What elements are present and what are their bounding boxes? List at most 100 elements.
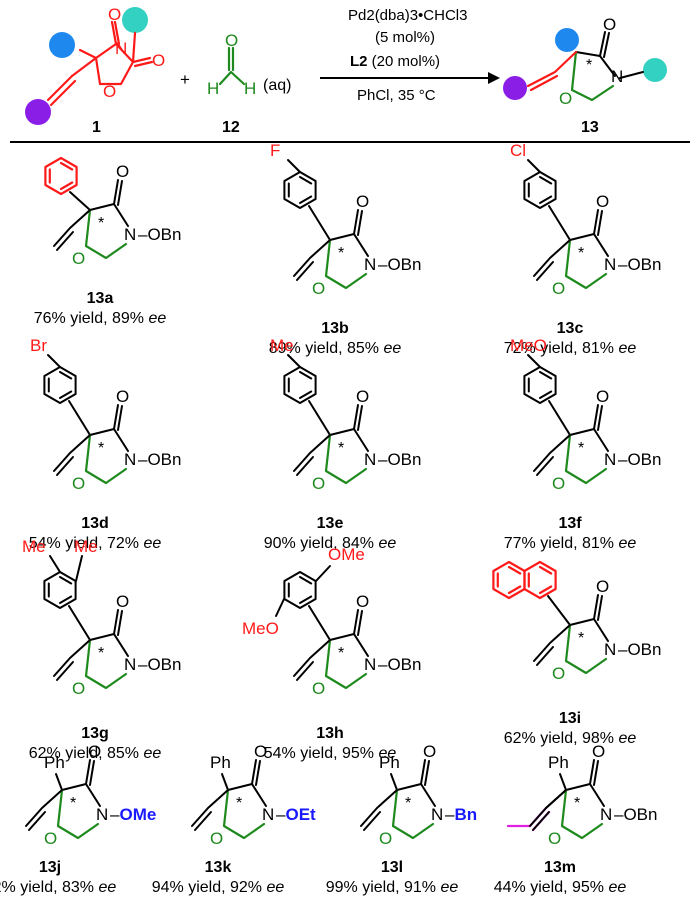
ring-bond [329, 233, 369, 257]
yield-text: 54% yield, 95% ee [264, 745, 397, 762]
n-substituent: –OBn [618, 255, 661, 274]
carbonyl-bond [593, 404, 603, 431]
benzene-ring [523, 366, 557, 404]
atom-o: O [356, 592, 369, 611]
atom-o: O [312, 679, 325, 698]
carbonyl-bond [589, 759, 599, 786]
ring-bond [56, 788, 100, 840]
atom-n: N [364, 655, 376, 674]
aryl-bond [69, 191, 91, 211]
carbonyl-bond [85, 759, 95, 786]
ring-bond [324, 433, 368, 485]
atom-o: O [379, 829, 392, 848]
condition-loading: (5 mol%) [375, 29, 435, 46]
atom-o: O [552, 664, 565, 683]
vinyl-bond [293, 434, 331, 476]
yield-text: 62% yield, 85% ee [29, 745, 162, 762]
ring-bond [89, 428, 129, 452]
atom-o: O [312, 279, 325, 298]
vinyl-bond [53, 639, 91, 681]
atom-o: O [44, 829, 57, 848]
phenyl-group: Ph [548, 753, 569, 772]
aryl-bond [308, 205, 331, 241]
phenyl-group: Ph [44, 753, 65, 772]
yield-text: 90% yield, 84% ee [264, 535, 397, 552]
ring-bond [569, 428, 609, 452]
stereo-star: * [338, 245, 344, 262]
ring-bond [84, 433, 128, 485]
purple-substituent-dot [25, 99, 51, 125]
atom-h: H [244, 79, 256, 98]
ring-bond [565, 783, 605, 807]
stereo-star: * [236, 795, 242, 812]
atom-n: N [115, 39, 127, 58]
vinyl-bond [529, 789, 567, 831]
compound-label: 13j [39, 859, 61, 876]
atom-o: O [254, 742, 267, 761]
atom-n: N [604, 640, 616, 659]
benzene-ring [283, 171, 317, 209]
ring-bond [564, 433, 608, 485]
n-substituent: –OEt [276, 805, 316, 824]
atom-o: O [356, 192, 369, 211]
aryl-bond [547, 595, 571, 626]
aryl-substituent: Me [74, 537, 98, 556]
substituent-bond [49, 555, 83, 582]
cyan-substituent-dot [122, 7, 148, 33]
aromatic-bonds [527, 371, 553, 399]
n-substituent: –OBn [618, 450, 661, 469]
aromatic-bonds [287, 371, 313, 399]
atom-o: O [596, 577, 609, 596]
aqueous-label: (aq) [263, 77, 291, 94]
aromatic-bonds [48, 161, 74, 191]
ring-bond [222, 788, 266, 840]
aromatic-bonds [496, 565, 522, 595]
ring-bond [564, 623, 608, 675]
carbonyl-bond [593, 594, 603, 621]
atom-n: N [96, 805, 108, 824]
stereo-star: * [578, 630, 584, 647]
atom-n: N [431, 805, 443, 824]
compound-label: 13d [81, 515, 109, 532]
ring-bond [329, 633, 369, 657]
benzene-ring [283, 366, 317, 404]
vinyl-bond [53, 209, 91, 251]
vinyl-bond [293, 239, 331, 281]
reactant-1: O N O O 1 [25, 5, 165, 136]
benzene-ring [44, 156, 78, 196]
stereo-star: * [338, 645, 344, 662]
naphthalene-ring [492, 560, 526, 600]
vinyl-bond [293, 639, 331, 681]
aromatic-bonds [47, 576, 73, 604]
atom-o: O [596, 387, 609, 406]
reactant-1-label: 1 [92, 119, 101, 136]
atom-o: O [116, 387, 129, 406]
aryl-bond [308, 605, 331, 641]
phenyl-bond [559, 773, 567, 791]
condition-catalyst: Pd2(dba)3•CHCl3 [348, 7, 467, 24]
aryl-substituent: MeO [242, 619, 279, 638]
cyan-substituent-dot [643, 58, 667, 82]
carbonyl-bond [353, 209, 363, 236]
ring-bond [391, 788, 435, 840]
purple-substituent-dot [503, 76, 527, 100]
atom-o: O [116, 162, 129, 181]
atom-n: N [364, 450, 376, 469]
atom-n: N [262, 805, 274, 824]
n-substituent: –OBn [378, 255, 421, 274]
aryl-bond [68, 400, 91, 436]
ring-bond [560, 788, 604, 840]
ring-bond [89, 203, 129, 227]
carbonyl-bond [113, 404, 123, 431]
ring-bond [569, 618, 609, 642]
yield-text: 54% yield, 72% ee [29, 535, 162, 552]
yield-text: 72% yield, 81% ee [504, 340, 637, 357]
vinyl-bond [533, 239, 571, 281]
stereo-star: * [98, 440, 104, 457]
